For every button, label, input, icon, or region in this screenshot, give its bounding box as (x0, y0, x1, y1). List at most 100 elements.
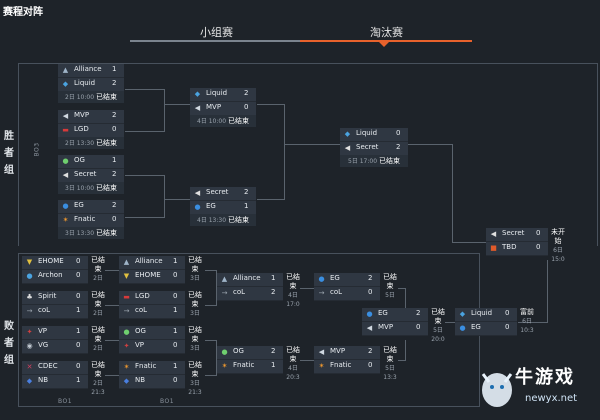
team-name: Fnatic (74, 215, 96, 223)
match-status: 已结束 (91, 291, 105, 308)
match-date: 6日 15:0 (551, 247, 565, 263)
team-name: MVP (378, 323, 394, 331)
match-status: 已结束 (188, 256, 202, 273)
tab-playoffs[interactable]: 淘汰赛 (370, 26, 403, 39)
eg-logo-icon: ● (318, 275, 325, 283)
col-logo-icon: → (318, 289, 325, 297)
connector (205, 270, 217, 271)
team-name: Fnatic (233, 361, 255, 369)
match-date: 3日 (190, 275, 200, 282)
team-score: 0 (112, 125, 117, 133)
col-logo-icon: → (26, 307, 33, 315)
team-name: NB (135, 376, 146, 384)
connector (205, 375, 217, 376)
match-date: 2日 10:00 (65, 94, 95, 101)
connector (408, 144, 453, 145)
match-status: 已结束 (383, 346, 397, 363)
connector (205, 305, 217, 306)
match-date: 4日 13:30 (197, 217, 227, 224)
team-score: 2 (112, 170, 117, 178)
connector (205, 340, 217, 341)
winners-bracket-label: 胜者组 (4, 131, 14, 176)
team-name: Alliance (74, 65, 102, 73)
match-status: 已结束 (286, 346, 300, 363)
team-score: 2 (271, 288, 276, 296)
secret-logo-icon: ◀ (490, 230, 497, 238)
tab-group-stage[interactable]: 小组赛 (200, 26, 233, 39)
match-date: 5日 17:00 (348, 158, 378, 165)
page-title: 赛程对阵 (3, 7, 43, 18)
match-status: 已结束 (95, 93, 117, 101)
team-score: 0 (396, 129, 401, 137)
connector (257, 199, 285, 200)
connector (518, 322, 548, 323)
connector (164, 104, 190, 105)
team-name: EHOME (38, 257, 64, 265)
team-score: 1 (76, 376, 81, 384)
team-name: EG (74, 201, 84, 209)
connector (216, 340, 217, 376)
team-score: 0 (76, 271, 81, 279)
match-date: 2日 21:3 (91, 380, 105, 396)
fnatic-logo-icon: ✶ (62, 216, 69, 224)
col-logo-icon: → (123, 307, 130, 315)
vp-logo-icon: ✦ (123, 342, 130, 350)
watermark-url: newyx.net (525, 393, 578, 404)
losers-bo-label-1: BO1 (58, 398, 73, 405)
team-score: 1 (271, 361, 276, 369)
match-status: 富前 (520, 308, 534, 316)
connector (284, 104, 285, 200)
mvp-logo-icon: ◀ (62, 112, 69, 120)
team-score: 1 (76, 327, 81, 335)
team-name: Secret (502, 229, 525, 237)
liquid-logo-icon: ◆ (62, 80, 69, 88)
